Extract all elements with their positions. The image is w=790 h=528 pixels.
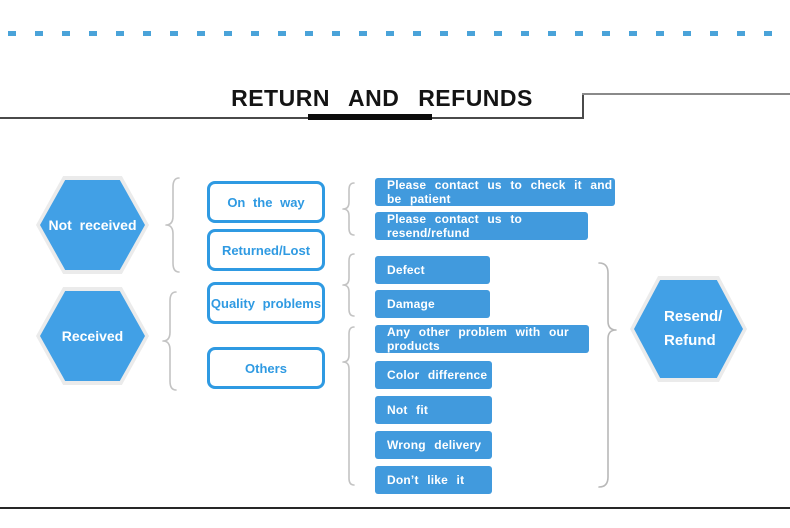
hexagon-received: Received	[36, 287, 149, 385]
outcome-check-patient: Please contact us to check it and be pat…	[375, 178, 615, 206]
outcome-defect: Defect	[375, 256, 490, 284]
hexagon-not-received: Not received	[36, 176, 149, 274]
brace-not-received	[165, 177, 180, 273]
title-rule-step	[582, 93, 584, 119]
title-rule-left	[0, 117, 583, 119]
outcome-any-other-problem: Any other problem with our products	[375, 325, 589, 353]
brace-quality-problems	[342, 253, 355, 317]
outcome-damage: Damage	[375, 290, 490, 318]
category-others: Others	[207, 347, 325, 389]
title-rule-right	[582, 93, 790, 95]
dashed-divider	[8, 31, 784, 36]
outcome-check-patient-label: Please contact us to check it and be pat…	[387, 178, 613, 206]
outcome-resend-refund: Please contact us to resend/refund	[375, 212, 588, 240]
hexagon-resend-label-line2: Refund	[664, 332, 716, 349]
brace-resend-refund	[598, 262, 617, 488]
outcome-dont-like-it-label: Don’t like it	[387, 473, 465, 487]
category-quality-problems-label: Quality problems	[210, 295, 322, 311]
hexagon-received-label: Received	[61, 328, 124, 344]
category-on-the-way-label: On the way	[227, 194, 305, 210]
category-returned-lost-label: Returned/Lost	[221, 242, 311, 258]
outcome-color-difference-label: Color difference	[387, 368, 488, 382]
title-underline	[308, 114, 432, 120]
category-others-label: Others	[245, 360, 287, 376]
outcome-wrong-delivery-label: Wrong delivery	[387, 438, 482, 452]
outcome-color-difference: Color difference	[375, 361, 492, 389]
outcome-not-fit: Not fit	[375, 396, 492, 424]
outcome-wrong-delivery: Wrong delivery	[375, 431, 492, 459]
outcome-resend-refund-label: Please contact us to resend/refund	[387, 212, 523, 240]
outcome-damage-label: Damage	[387, 297, 435, 311]
brace-received	[162, 291, 177, 391]
page-title: RETURN AND REFUNDS	[231, 85, 533, 111]
hexagon-not-received-label: Not received	[48, 217, 137, 233]
hexagon-resend-refund: Resend/ Refund	[630, 276, 747, 382]
outcome-any-other-problem-label: Any other problem with our products	[387, 325, 569, 353]
outcome-not-fit-label: Not fit	[387, 403, 429, 417]
hexagon-resend-label-line1: Resend/	[664, 308, 723, 325]
outcome-dont-like-it: Don’t like it	[375, 466, 492, 494]
category-returned-lost: Returned/Lost	[207, 229, 325, 271]
bottom-divider	[0, 507, 790, 509]
category-quality-problems: Quality problems	[207, 282, 325, 324]
outcome-defect-label: Defect	[387, 263, 425, 277]
brace-others	[342, 326, 355, 486]
brace-on-the-way	[342, 182, 355, 236]
category-on-the-way: On the way	[207, 181, 325, 223]
